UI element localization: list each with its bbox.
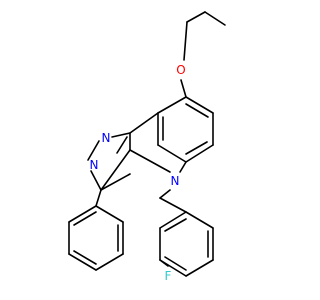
bond-7 [157,144,187,163]
bond-16 [129,112,159,134]
bond-14 [129,149,171,173]
bond-27 [95,253,124,271]
bond-30 [68,205,97,223]
bond-layer [68,11,226,277]
atom-label-n-pyrazole-bottom: N [90,158,99,172]
bond-33 [73,211,97,226]
bond-34 [159,197,187,213]
bond-6 [185,144,214,163]
bond-23 [116,136,128,154]
bond-24 [95,189,102,207]
bond-21 [87,140,100,161]
atom-label-oxygen: O [176,63,185,77]
bond-19 [100,173,131,191]
bond-37 [185,259,214,277]
bond-20 [111,132,131,138]
bond-11 [185,141,208,155]
bond-44 [159,259,169,267]
bond-10 [185,103,209,118]
bond-15 [159,189,171,199]
bond-22 [90,170,102,191]
bond-9 [157,96,187,114]
bond-18 [100,149,131,191]
bond-4 [185,96,214,114]
bond-2 [183,21,188,61]
bond-3 [180,79,187,98]
bond-40 [159,211,187,229]
atom-label-n-pyrazole-top: N [102,131,111,145]
bond-28 [68,253,97,271]
structure-diagram: O N N N F [68,11,226,283]
bond-43 [164,218,187,232]
bond-35 [185,211,214,229]
atom-label-fluorine: F [165,269,172,283]
bond-42 [164,256,187,271]
atom-label-n-quinoline: N [171,174,180,188]
bond-13 [179,161,187,173]
bond-25 [95,205,124,223]
bond-0 [204,11,226,26]
bond-32 [73,250,97,265]
atom-label-layer: O N N N F [90,63,186,283]
bond-1 [186,11,206,23]
